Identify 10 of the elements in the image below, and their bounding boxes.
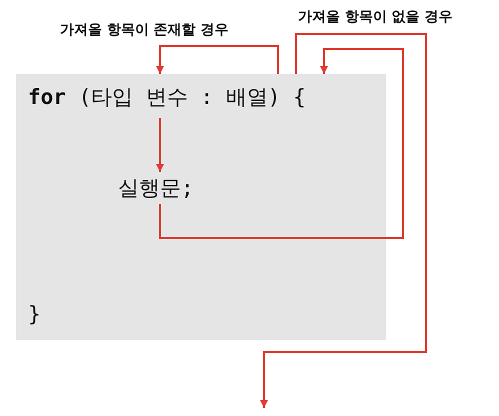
flow-arrow (260, 33, 427, 408)
code-text: for (타입 변수 : 배열) { (28, 84, 306, 111)
code-text: 실행문; (118, 175, 194, 202)
code-block-background (16, 74, 386, 340)
code-text: } (28, 302, 41, 326)
flow-arrow (156, 118, 164, 172)
edge-label: 가져올 항목이 존재할 경우 (58, 21, 231, 39)
flow-arrow (156, 45, 279, 74)
edge-label: 가져올 항목이 없을 경우 (296, 8, 455, 26)
flow-arrow (159, 48, 404, 239)
